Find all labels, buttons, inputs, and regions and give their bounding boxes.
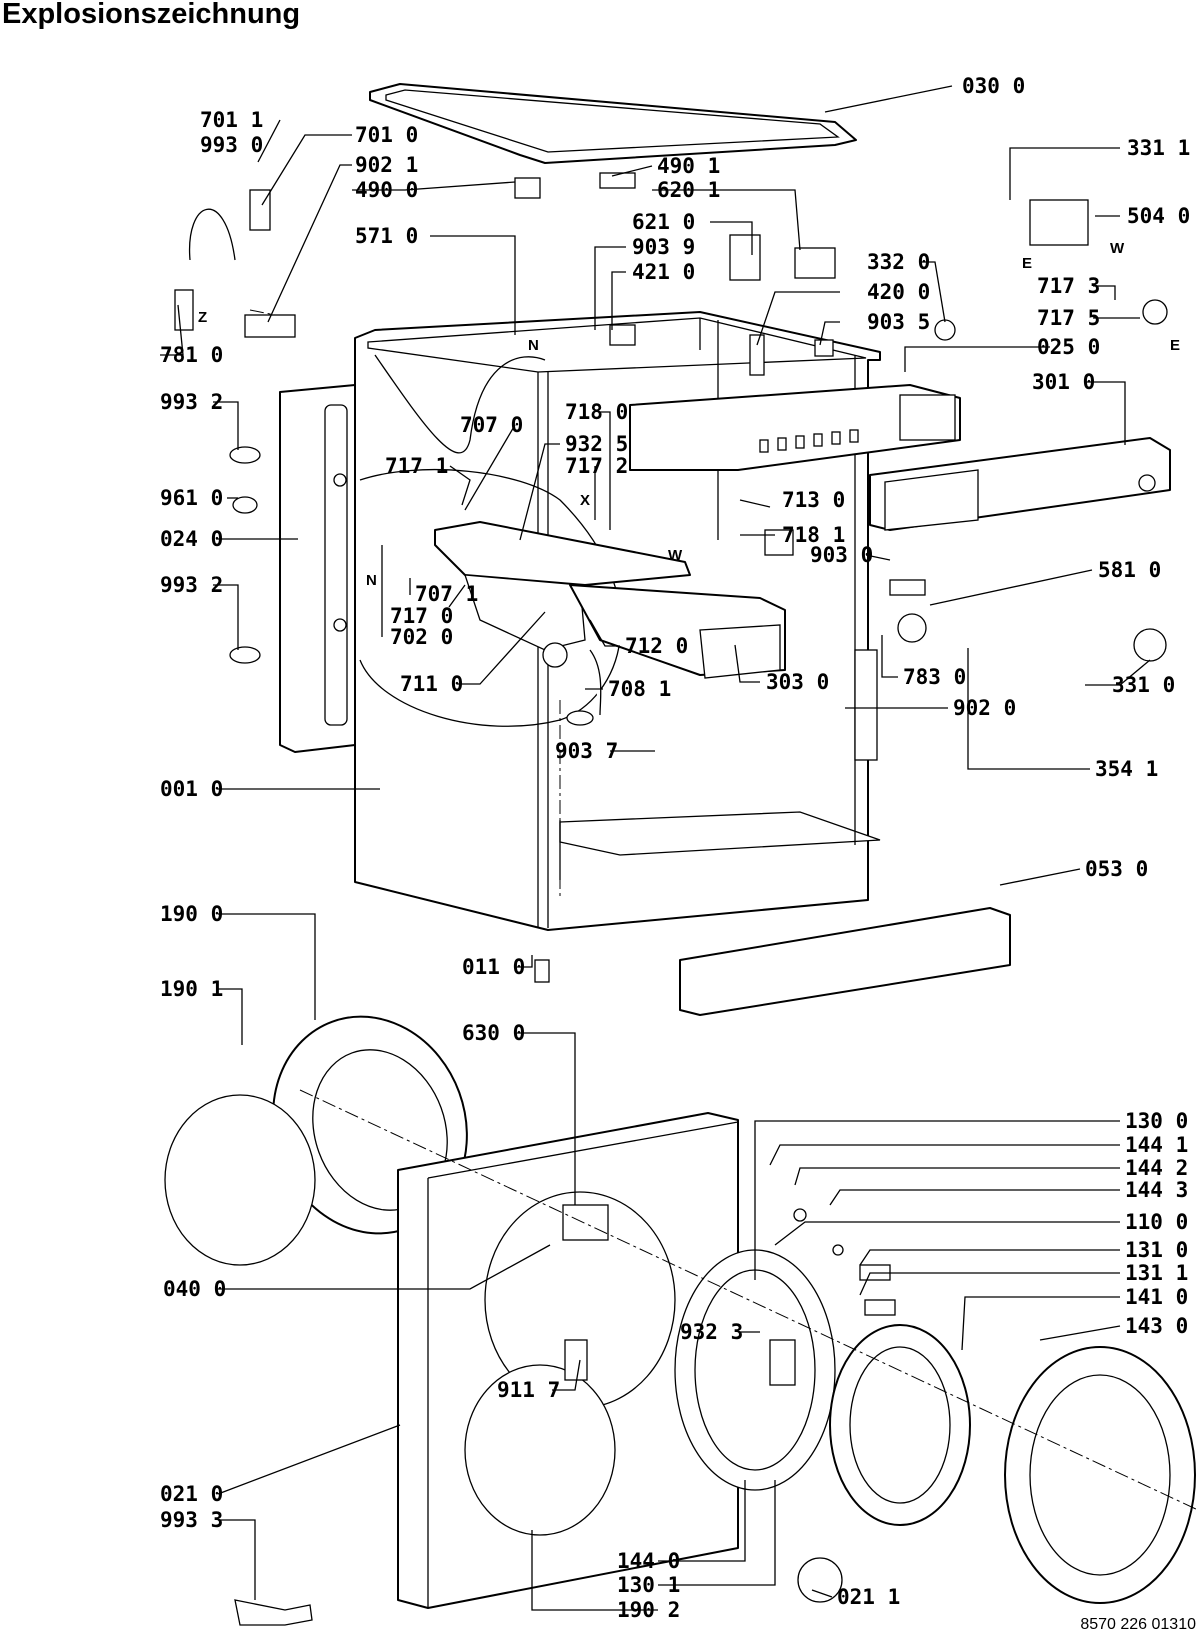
part-label: 303 0	[766, 670, 829, 694]
marker-n: N	[366, 572, 377, 589]
part-label: 144 3	[1125, 1178, 1188, 1202]
part-label: 021 0	[160, 1482, 223, 1506]
part-label: 993 0	[200, 133, 263, 157]
marker-w: W	[668, 547, 683, 564]
part-label: 902 0	[953, 696, 1016, 720]
part-label: 932 3	[680, 1320, 743, 1344]
part-label: 993 2	[160, 573, 223, 597]
part-label: 130 1	[617, 1573, 680, 1597]
marker-e: E	[1170, 337, 1180, 354]
part-label: 030 0	[962, 74, 1025, 98]
part-label: 332 0	[867, 250, 930, 274]
part-labels: 030 0 331 1 504 0 701 1 993 0 701 0 902 …	[160, 74, 1190, 1622]
part-label: 781 0	[160, 343, 223, 367]
axis-lines	[249, 309, 1198, 1511]
part-label: 021 1	[837, 1585, 900, 1609]
part-label: 144 1	[1125, 1133, 1188, 1157]
fascia-panel	[869, 437, 1171, 531]
part-label: 903 5	[867, 310, 930, 334]
part-label: 717 2	[565, 454, 628, 478]
part-label: 718 0	[565, 400, 628, 424]
part-label: 701 0	[355, 123, 418, 147]
marker-w: W	[1110, 240, 1125, 257]
page-title: Explosionszeichnung	[2, 0, 301, 30]
dispenser-housing	[434, 521, 786, 726]
part-label: 001 0	[160, 777, 223, 801]
document-number: 8570 226 01310	[1080, 1616, 1196, 1633]
part-label: 504 0	[1127, 204, 1190, 228]
part-label: 903 9	[632, 235, 695, 259]
part-label: 993 2	[160, 390, 223, 414]
part-label: 718 1	[782, 523, 845, 547]
part-label: 490 0	[355, 178, 418, 202]
part-label: 713 0	[782, 488, 845, 512]
part-label: 421 0	[632, 260, 695, 284]
part-label: 620 1	[657, 178, 720, 202]
part-label: 630 0	[462, 1021, 525, 1045]
part-label: 190 0	[160, 902, 223, 926]
control-panel	[629, 384, 961, 471]
marker-x: X	[580, 492, 590, 509]
part-label: 621 0	[632, 210, 695, 234]
reference-markers: N N E E W W X Z	[198, 240, 1180, 589]
rear-panel	[279, 384, 356, 753]
part-label: 712 0	[625, 634, 688, 658]
door-frame	[674, 1249, 1196, 1604]
part-label: 144 2	[1125, 1156, 1188, 1180]
part-label: 903 0	[810, 543, 873, 567]
part-label: 040 0	[163, 1277, 226, 1301]
part-label: 144 0	[617, 1549, 680, 1573]
part-label: 911 7	[497, 1378, 560, 1402]
marker-z: Z	[198, 309, 207, 326]
part-label: 702 0	[390, 625, 453, 649]
part-label: 131 0	[1125, 1238, 1188, 1262]
small-components	[174, 172, 1168, 1626]
part-label: 331 0	[1112, 673, 1175, 697]
part-label: 932 5	[565, 432, 628, 456]
part-label: 131 1	[1125, 1261, 1188, 1285]
part-label: 110 0	[1125, 1210, 1188, 1234]
part-label: 717 1	[385, 454, 448, 478]
part-label: 571 0	[355, 224, 418, 248]
part-label: 190 1	[160, 977, 223, 1001]
part-label: 331 1	[1127, 136, 1190, 160]
part-label: 141 0	[1125, 1285, 1188, 1309]
part-label: 053 0	[1085, 857, 1148, 881]
part-label: 717 3	[1037, 274, 1100, 298]
part-label: 717 5	[1037, 306, 1100, 330]
part-label: 711 0	[400, 672, 463, 696]
part-label: 354 1	[1095, 757, 1158, 781]
part-label: 420 0	[867, 280, 930, 304]
part-label: 993 3	[160, 1508, 223, 1532]
part-label: 961 0	[160, 486, 223, 510]
part-label: 708 1	[608, 677, 671, 701]
part-label: 717 0	[390, 604, 453, 628]
part-label: 011 0	[462, 955, 525, 979]
part-label: 190 2	[617, 1598, 680, 1622]
part-label: 707 1	[415, 582, 478, 606]
part-label: 301 0	[1032, 370, 1095, 394]
part-label: 143 0	[1125, 1314, 1188, 1338]
part-label: 783 0	[903, 665, 966, 689]
part-label: 024 0	[160, 527, 223, 551]
top-cover	[369, 83, 857, 164]
part-label: 701 1	[200, 108, 263, 132]
part-label: 581 0	[1098, 558, 1161, 582]
part-label: 902 1	[355, 153, 418, 177]
part-label: 903 7	[555, 739, 618, 763]
marker-n: N	[528, 337, 539, 354]
marker-e: E	[1022, 255, 1032, 272]
part-label: 707 0	[460, 413, 523, 437]
kick-plate	[679, 907, 1011, 1016]
part-label: 130 0	[1125, 1109, 1188, 1133]
part-label: 490 1	[657, 154, 720, 178]
leader-lines	[160, 85, 1151, 1611]
part-label: 025 0	[1037, 335, 1100, 359]
